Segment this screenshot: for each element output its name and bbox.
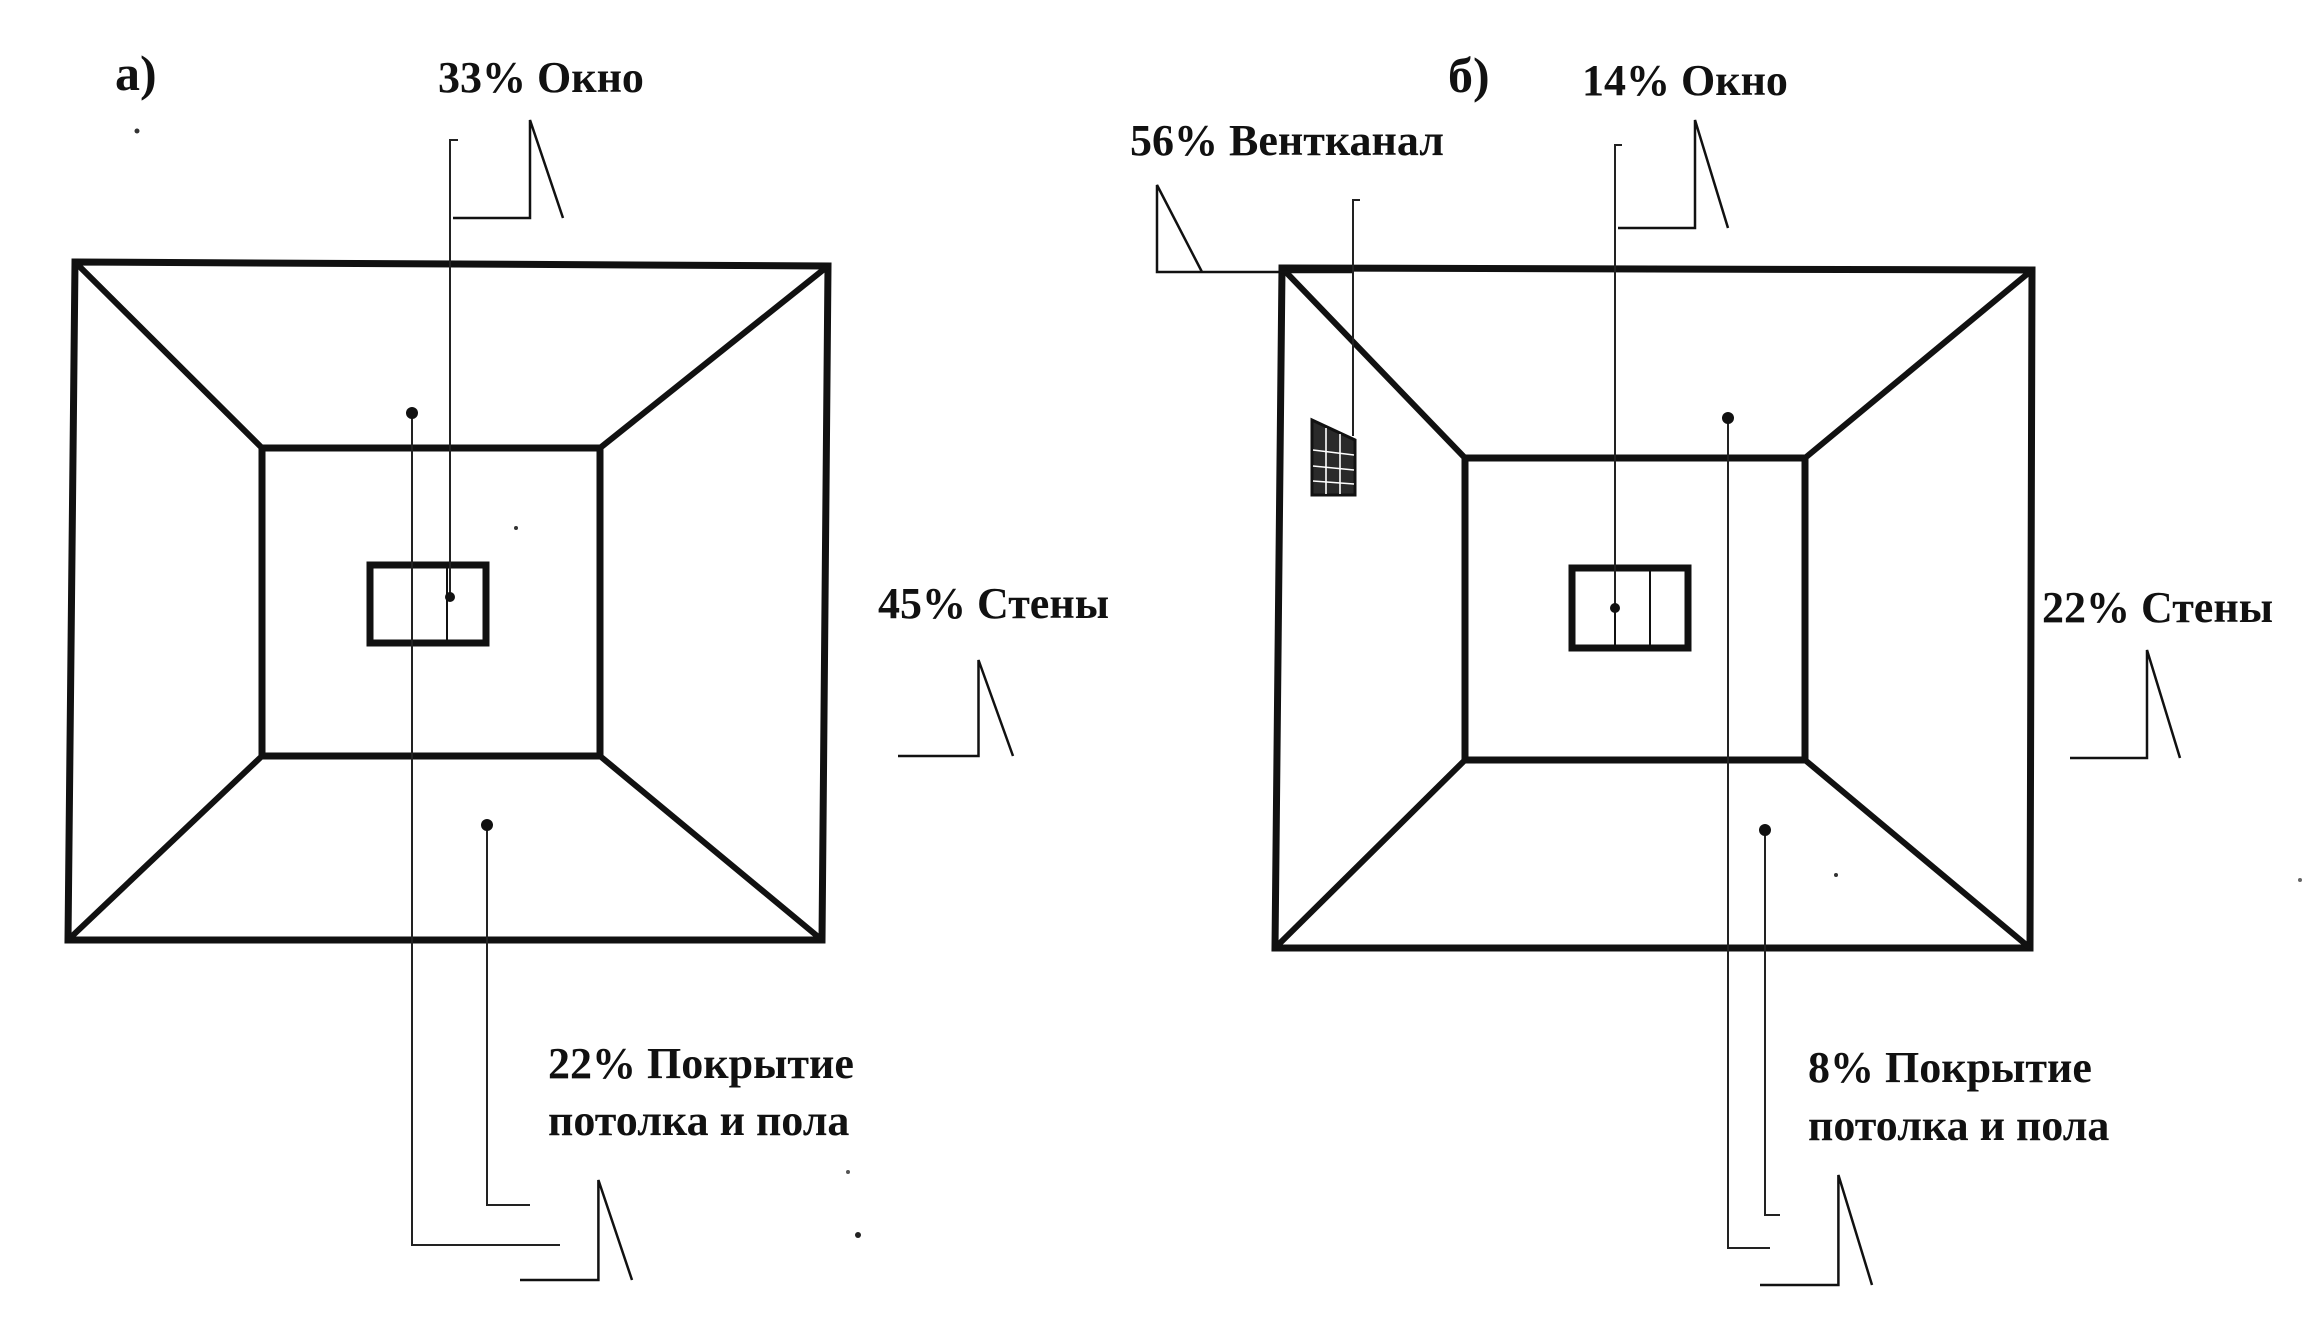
panel-a-ceiling-leader — [411, 413, 560, 1246]
panel-b-floor-leader — [1764, 830, 1780, 1216]
vent-grille-icon — [1310, 417, 1357, 497]
panel-b-back-wall — [1461, 454, 1809, 764]
panel-b-walls-arrow — [2070, 649, 2182, 760]
panel-a-window-arrow — [453, 119, 565, 220]
panel-b-window-frame — [1568, 564, 1692, 652]
panel-a-corner-edge — [598, 263, 830, 451]
panel-a-corner-edge — [65, 753, 265, 943]
panel-b-floor-label-line1: 8% Покрытие — [1808, 1043, 2092, 1092]
panel-b-ceiling-point — [1722, 412, 1734, 424]
panel-a-window — [366, 561, 490, 647]
block-arrow-icon — [2070, 649, 2182, 760]
panel-b: б) 14% Окно 56% Вентканал 22% Стены 8% П… — [1130, 47, 2302, 1287]
panel-a-floor-label-line2: потолка и пола — [548, 1096, 849, 1145]
panel-b-label: б) — [1448, 47, 1490, 103]
block-arrow-icon — [1618, 119, 1730, 230]
panel-b-window-arrow — [1618, 119, 1730, 230]
panel-b-room-outer — [1271, 264, 2036, 952]
panel-a-window-label: 33% Окно — [438, 53, 644, 102]
block-arrow-icon — [1760, 1174, 1874, 1287]
panel-b-room — [1271, 264, 2036, 952]
panel-b-window — [1568, 564, 1692, 652]
panel-a-floor-arrow — [520, 1179, 634, 1282]
panel-a-walls-label: 45% Стены — [878, 579, 1109, 628]
panel-b-vent-label: 56% Вентканал — [1130, 116, 1444, 165]
panel-b-window-point — [1610, 603, 1620, 613]
panel-a-walls-arrow — [898, 659, 1015, 758]
scan-speck — [2298, 878, 2302, 882]
panel-a-floor-leader — [486, 825, 530, 1206]
panel-b-vent-leader — [1352, 199, 1360, 436]
panel-a-floor-point — [481, 819, 493, 831]
panel-b-floor-point — [1759, 824, 1771, 836]
block-arrow-icon — [898, 659, 1015, 758]
panel-a-label: а) — [115, 45, 157, 101]
panel-b-window-label: 14% Окно — [1582, 56, 1788, 105]
panel-b-walls-label: 22% Стены — [2042, 583, 2273, 632]
panel-a-room — [64, 258, 832, 944]
panel-a-floor-label-line1: 22% Покрытие — [548, 1039, 854, 1088]
scan-speck — [1834, 873, 1838, 877]
panel-a-window-frame — [366, 561, 490, 647]
scan-speck — [134, 128, 140, 134]
panel-b-ceiling-leader — [1727, 418, 1770, 1249]
panel-b-corner-edge — [1272, 757, 1468, 951]
panel-a: а) 33% Окно 45% Стены 22% Покрытие потол… — [64, 45, 1109, 1282]
block-arrow-shading — [1157, 185, 1352, 272]
panel-a-window-point — [445, 592, 455, 602]
panel-a-back-wall — [258, 444, 604, 760]
panel-a-window-leader — [449, 139, 458, 597]
panel-b-corner-edge — [1803, 267, 2034, 461]
scan-speck — [514, 526, 518, 530]
scan-speck — [855, 1232, 861, 1238]
panel-a-ceiling-point — [406, 407, 418, 419]
panel-b-corner-edge — [1279, 265, 1468, 461]
panel-b-window-leader — [1614, 144, 1622, 608]
block-arrow-icon — [520, 1179, 634, 1282]
panel-a-corner-edge — [598, 753, 824, 943]
panel-b-corner-edge — [1803, 757, 2032, 951]
panel-b-vent-arrow — [1155, 184, 1352, 274]
block-arrow-icon — [1155, 184, 1352, 274]
panel-a-corner-edge — [72, 259, 265, 451]
panel-b-floor-arrow — [1760, 1174, 1874, 1287]
panel-b-floor-label-line2: потолка и пола — [1808, 1101, 2109, 1150]
scan-speck — [846, 1170, 850, 1174]
block-arrow-icon — [453, 119, 565, 220]
